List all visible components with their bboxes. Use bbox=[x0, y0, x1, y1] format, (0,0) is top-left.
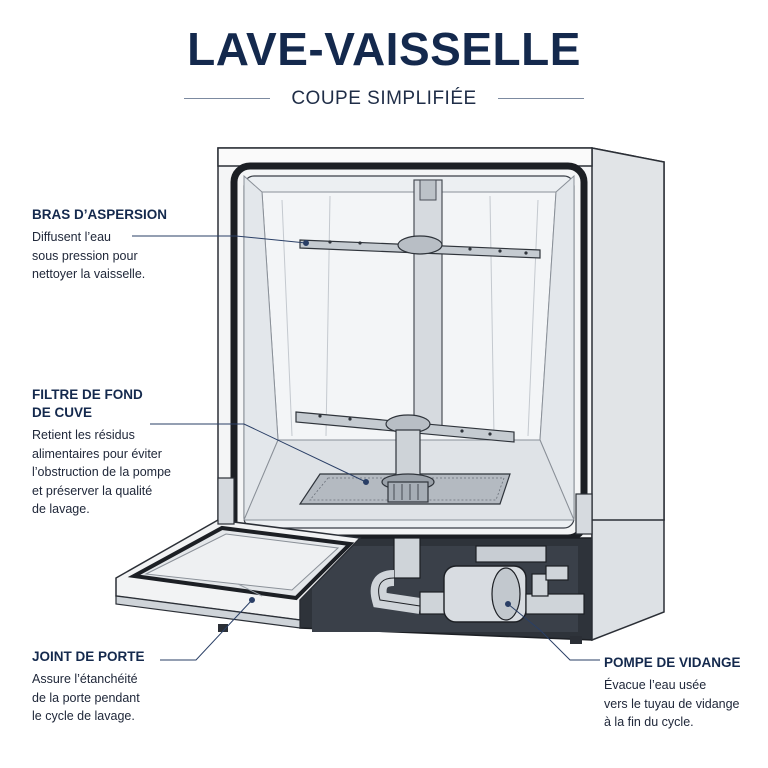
hinge-left bbox=[218, 478, 234, 524]
desc-line: de lavage. bbox=[32, 500, 171, 519]
desc-line: à la fin du cycle. bbox=[604, 713, 741, 732]
label-filter-desc: Retient les résidus alimentaires pour év… bbox=[32, 426, 171, 519]
label-filter: FILTRE DE FOND DE CUVE Retient les résid… bbox=[32, 386, 171, 519]
desc-line: Diffusent l’eau bbox=[32, 228, 167, 247]
label-spray-arms-title: BRAS D’ASPERSION bbox=[32, 206, 167, 224]
desc-line: vers le tuyau de vidange bbox=[604, 695, 741, 714]
desc-line: le cycle de lavage. bbox=[32, 707, 145, 726]
label-door-seal: JOINT DE PORTE Assure l’étanchéité de la… bbox=[32, 648, 145, 726]
label-drain-pump-desc: Évacue l’eau usée vers le tuyau de vidan… bbox=[604, 676, 741, 732]
foot-right bbox=[570, 636, 582, 644]
title-line: FILTRE DE FOND bbox=[32, 386, 171, 404]
label-spray-arms-desc: Diffusent l’eau sous pression pour netto… bbox=[32, 228, 167, 284]
desc-line: sous pression pour bbox=[32, 247, 167, 266]
desc-line: et préserver la qualité bbox=[32, 482, 171, 501]
label-door-seal-desc: Assure l’étanchéité de la porte pendant … bbox=[32, 670, 145, 726]
desc-line: Assure l’étanchéité bbox=[32, 670, 145, 689]
desc-line: nettoyer la vaisselle. bbox=[32, 265, 167, 284]
label-spray-arms: BRAS D’ASPERSION Diffusent l’eau sous pr… bbox=[32, 206, 167, 284]
label-filter-title: FILTRE DE FOND DE CUVE bbox=[32, 386, 171, 422]
desc-line: alimentaires pour éviter bbox=[32, 445, 171, 464]
desc-line: l’obstruction de la pompe bbox=[32, 463, 171, 482]
title-line: DE CUVE bbox=[32, 404, 171, 422]
label-drain-pump: POMPE DE VIDANGE Évacue l’eau usée vers … bbox=[604, 654, 741, 732]
water-feed-tube bbox=[414, 180, 442, 430]
desc-line: Évacue l’eau usée bbox=[604, 676, 741, 695]
label-door-seal-title: JOINT DE PORTE bbox=[32, 648, 145, 666]
desc-line: de la porte pendant bbox=[32, 689, 145, 708]
hinge-right bbox=[576, 494, 592, 534]
label-drain-pump-title: POMPE DE VIDANGE bbox=[604, 654, 741, 672]
desc-line: Retient les résidus bbox=[32, 426, 171, 445]
